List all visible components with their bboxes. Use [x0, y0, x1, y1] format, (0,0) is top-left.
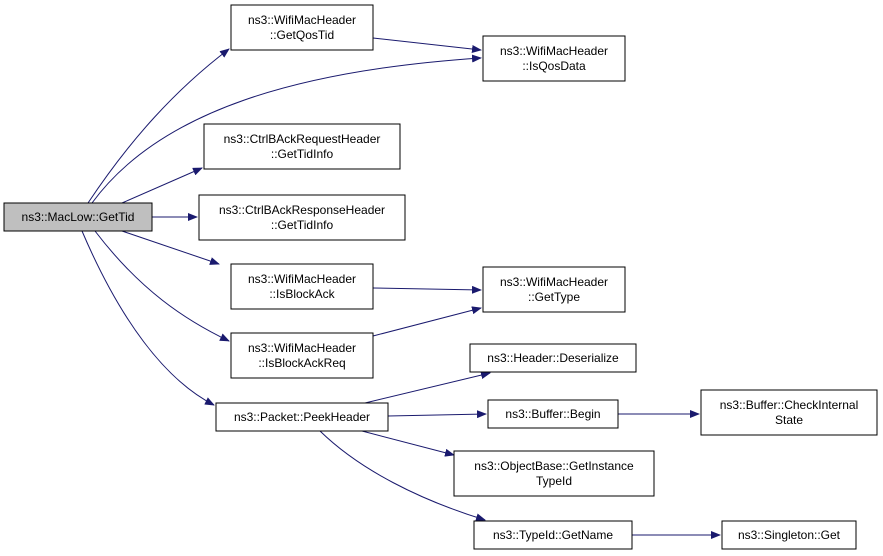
node-root[interactable]: ns3::MacLow::GetTid: [3, 202, 153, 232]
edge-root-to-get-qos-tid: [87, 48, 230, 204]
node-singleton-get[interactable]: ns3::Singleton::Get: [721, 520, 857, 550]
node-label: ns3::TypeId::GetName: [493, 528, 613, 542]
node-label: ns3::Buffer::CheckInternal: [720, 398, 859, 412]
node-buffer-begin[interactable]: ns3::Buffer::Begin: [487, 399, 619, 429]
node-label: ::IsQosData: [522, 59, 586, 73]
node-label: ns3::ObjectBase::GetInstance: [474, 459, 634, 473]
node-label: ::GetTidInfo: [271, 218, 334, 232]
edge-peek-header-to-deserialize: [364, 371, 491, 404]
node-label: State: [775, 413, 803, 427]
edge-is-block-ack-req-to-get-type: [372, 306, 482, 337]
node-box: [482, 266, 626, 313]
node-get-qos-tid[interactable]: ns3::WifiMacHeader::GetQosTid: [230, 4, 374, 51]
edge-root-to-is-qos-data: [91, 54, 482, 204]
node-label: ::IsBlockAck: [269, 287, 335, 301]
node-box: [3, 202, 153, 232]
node-box: [482, 35, 626, 82]
node-label: ::GetQosTid: [270, 28, 334, 42]
node-label: ns3::Buffer::Begin: [505, 407, 600, 421]
node-label: ns3::CtrlBAckResponseHeader: [219, 203, 385, 217]
node-label: ns3::MacLow::GetTid: [22, 210, 135, 224]
node-label: ns3::CtrlBAckRequestHeader: [224, 132, 381, 146]
node-label: TypeId: [536, 474, 572, 488]
edge-root-to-ctrl-req: [121, 167, 203, 204]
node-box: [215, 402, 389, 432]
node-box: [487, 399, 619, 429]
node-box: [198, 194, 406, 241]
edge-peek-header-to-buffer-begin: [387, 410, 487, 419]
node-box: [230, 332, 374, 379]
node-label: ::GetType: [528, 290, 580, 304]
edge-peek-header-to-get-instance: [361, 430, 455, 457]
node-box: [453, 450, 655, 497]
node-label: ns3::Header::Deserialize: [487, 351, 619, 365]
node-deserialize[interactable]: ns3::Header::Deserialize: [469, 343, 637, 373]
node-label: ns3::WifiMacHeader: [248, 341, 356, 355]
edge-peek-header-to-get-name: [319, 430, 486, 522]
node-box: [473, 520, 633, 550]
node-box: [203, 123, 401, 170]
node-label: ns3::WifiMacHeader: [248, 13, 356, 27]
node-box: [721, 520, 857, 550]
node-label: ns3::WifiMacHeader: [500, 44, 608, 58]
node-box: [230, 4, 374, 51]
node-box: [469, 343, 637, 373]
node-box: [700, 389, 878, 436]
node-is-qos-data[interactable]: ns3::WifiMacHeader::IsQosData: [482, 35, 626, 82]
node-get-type[interactable]: ns3::WifiMacHeader::GetType: [482, 266, 626, 313]
node-label: ns3::Packet::PeekHeader: [234, 410, 370, 424]
edge-root-to-is-block-ack-req: [94, 230, 230, 342]
node-label: ns3::Singleton::Get: [738, 528, 841, 542]
edge-get-qos-tid-to-is-qos-data: [372, 37, 482, 53]
node-ctrl-resp[interactable]: ns3::CtrlBAckResponseHeader::GetTidInfo: [198, 194, 406, 241]
node-get-name[interactable]: ns3::TypeId::GetName: [473, 520, 633, 550]
node-label: ::GetTidInfo: [271, 147, 334, 161]
node-is-block-ack[interactable]: ns3::WifiMacHeader::IsBlockAck: [230, 263, 374, 310]
node-is-block-ack-req[interactable]: ns3::WifiMacHeader::IsBlockAckReq: [230, 332, 374, 379]
node-label: ns3::WifiMacHeader: [500, 275, 608, 289]
node-box: [230, 263, 374, 310]
edge-root-to-is-block-ack: [121, 230, 220, 265]
edge-root-to-peek-header: [81, 230, 215, 406]
edge-is-block-ack-to-get-type: [372, 285, 482, 294]
node-label: ::IsBlockAckReq: [258, 356, 345, 370]
node-ctrl-req[interactable]: ns3::CtrlBAckRequestHeader::GetTidInfo: [203, 123, 401, 170]
node-peek-header[interactable]: ns3::Packet::PeekHeader: [215, 402, 389, 432]
node-label: ns3::WifiMacHeader: [248, 272, 356, 286]
